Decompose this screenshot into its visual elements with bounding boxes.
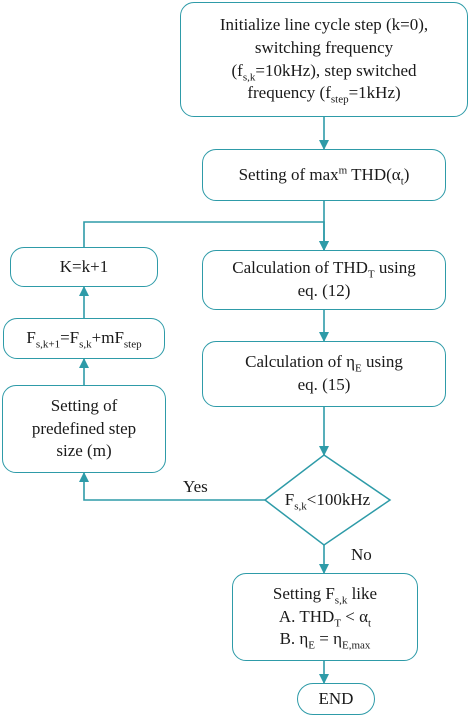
setting-max-thd-box: Setting of maxm THD(αt) xyxy=(202,149,446,201)
arrow-decision-yes xyxy=(79,472,265,501)
decision-diamond xyxy=(263,454,392,546)
setting-fsk-line-3: B. ηE = ηE,max xyxy=(279,629,371,652)
step-size-line-1: Setting of xyxy=(50,396,118,416)
init-line-3: (fs,k=10kHz), step switched xyxy=(231,60,417,83)
init-box: Initialize line cycle step (k=0), switch… xyxy=(180,2,468,117)
calc-eta-box: Calculation of ηE using eq. (15) xyxy=(202,341,446,407)
end-terminal: END xyxy=(297,683,375,715)
setting-fsk-line-2: A. THDT < αt xyxy=(278,606,372,630)
init-line-1: Initialize line cycle step (k=0), xyxy=(219,15,429,35)
frequency-update-label: Fs,k+1=Fs,k+mFstep xyxy=(26,328,142,351)
calc-thd-box: Calculation of THDT using eq. (12) xyxy=(202,250,446,310)
k-increment-label: K=k+1 xyxy=(59,256,109,276)
frequency-update-box: Fs,k+1=Fs,k+mFstep xyxy=(3,318,165,359)
step-size-line-2: predefined step xyxy=(31,418,137,438)
no-label: No xyxy=(349,545,374,565)
calc-eta-line-1: Calculation of ηE using xyxy=(245,352,403,375)
decision-label: Fs,k<100kHz xyxy=(284,490,371,513)
setting-max-thd-label: Setting of maxm THD(αt) xyxy=(238,164,410,188)
step-size-line-3: size (m) xyxy=(56,441,112,461)
init-line-4: frequency (fstep=1kHz) xyxy=(247,83,401,106)
calc-eta-line-2: eq. (15) xyxy=(297,375,351,394)
calc-thd-line-1: Calculation of THDT using xyxy=(232,258,416,281)
setting-fsk-box: Setting Fs,k like A. THDT < αt B. ηE = η… xyxy=(232,573,418,661)
k-increment-box: K=k+1 xyxy=(10,247,158,287)
end-label: END xyxy=(318,688,354,708)
setting-fsk-line-1: Setting Fs,k like xyxy=(272,584,378,607)
step-size-box: Setting of predefined step size (m) xyxy=(2,385,166,473)
init-line-2: switching frequency xyxy=(254,37,394,57)
calc-thd-line-2: eq. (12) xyxy=(297,281,351,300)
yes-label: Yes xyxy=(181,477,210,497)
arrow-k-inc-loop xyxy=(83,221,329,251)
